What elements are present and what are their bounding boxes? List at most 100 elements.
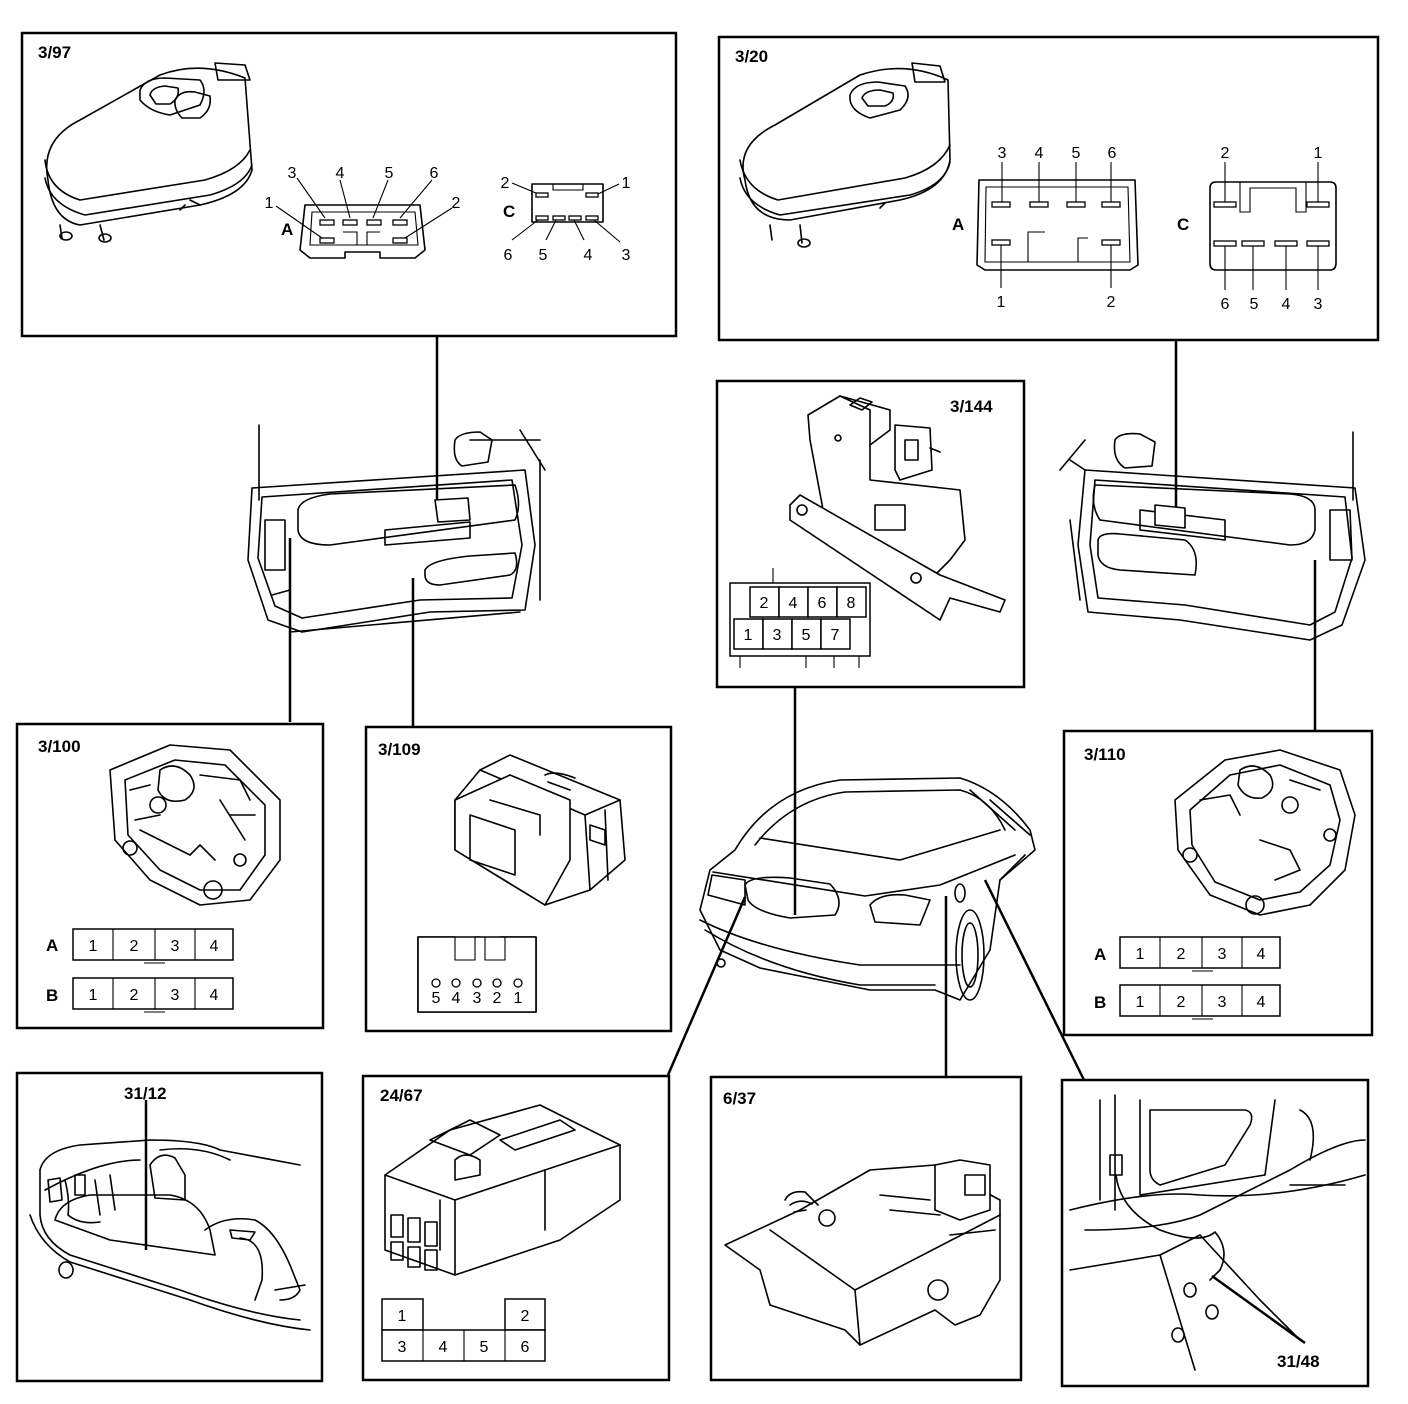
pin-label: 2 xyxy=(1221,145,1230,162)
panel-title: 3/97 xyxy=(38,43,71,62)
connector-grid: 2 4 6 8 1 3 5 7 xyxy=(729,568,871,668)
panel-3-109: 5 4 3 2 1 3/109 xyxy=(364,725,673,1033)
pin-label: 3 xyxy=(473,990,482,1007)
panel-3-144: 2 4 6 8 1 3 5 7 3/144 xyxy=(715,379,1026,689)
pin-label: 2 xyxy=(130,938,139,955)
pin-label: 8 xyxy=(847,595,856,612)
pin-label: 3 xyxy=(1218,946,1227,963)
pin-label: 6 xyxy=(1108,145,1117,162)
pin-label: 2 xyxy=(501,175,510,192)
connector-a-label: A xyxy=(281,220,293,239)
pin-label: 1 xyxy=(514,990,523,1007)
leader-lines xyxy=(288,336,1317,1081)
panel-title: 31/12 xyxy=(124,1084,167,1103)
connector-grid: 1 2 3 4 5 6 xyxy=(381,1298,546,1362)
panel-3-100: A 1 2 3 4 B 1 2 3 4 3/100 xyxy=(15,722,325,1030)
row-label: A xyxy=(46,936,58,955)
pin-label: 6 xyxy=(521,1339,530,1356)
connector-c-diagram: C 2 1 6 5 4 3 xyxy=(501,175,631,264)
panel-24-67: 1 2 3 4 5 6 24/67 xyxy=(361,1074,671,1382)
pin-label: 4 xyxy=(1282,296,1291,313)
pin-label: 4 xyxy=(584,247,593,264)
pin-label: 2 xyxy=(1177,994,1186,1011)
pin-label: 2 xyxy=(452,195,461,212)
pin-label: 3 xyxy=(1314,296,1323,313)
pin-label: 3 xyxy=(398,1339,407,1356)
panel-title: 31/48 xyxy=(1277,1352,1320,1371)
pin-label: 1 xyxy=(744,627,753,644)
pin-label: 6 xyxy=(1221,296,1230,313)
pin-label: 5 xyxy=(1072,145,1081,162)
pin-label: 5 xyxy=(432,990,441,1007)
pin-label: 4 xyxy=(336,165,345,182)
pin-label: 3 xyxy=(622,247,631,264)
connector-c-label: C xyxy=(1177,215,1189,234)
pin-label: 6 xyxy=(430,165,439,182)
panel-title: 3/109 xyxy=(378,740,421,759)
panel-title: 3/110 xyxy=(1084,745,1126,764)
pin-label: 6 xyxy=(818,595,827,612)
pin-label: 7 xyxy=(831,627,840,644)
connector-grid-b: B 1 2 3 4 xyxy=(46,977,234,1013)
pin-label: 4 xyxy=(789,595,798,612)
pin-label: 4 xyxy=(452,990,461,1007)
connector-a-diagram: A 3 4 5 6 1 2 xyxy=(265,165,461,259)
panel-31-48: 31/48 xyxy=(1060,1078,1370,1388)
panel-3-110: A 1 2 3 4 B 1 2 3 4 3/110 xyxy=(1062,729,1374,1037)
connector-a-label: A xyxy=(952,215,964,234)
connector-c-diagram: C 2 1 6 5 4 3 xyxy=(1177,145,1337,313)
pin-label: 1 xyxy=(89,938,98,955)
pin-label: 1 xyxy=(1314,145,1323,162)
trunk-wiring-illustration xyxy=(29,1139,311,1331)
pin-label: 5 xyxy=(802,627,811,644)
pin-label: 1 xyxy=(997,294,1006,311)
pin-label: 5 xyxy=(539,247,548,264)
connector-grid-a: A 1 2 3 4 xyxy=(46,928,234,964)
panel-title: 3/144 xyxy=(950,397,993,416)
pin-label: 5 xyxy=(385,165,394,182)
pin-label: 1 xyxy=(398,1308,407,1325)
pin-label: 2 xyxy=(130,987,139,1004)
pin-label: 5 xyxy=(1250,296,1259,313)
fuel-flap-actuator-illustration xyxy=(724,1159,1001,1346)
row-label: A xyxy=(1094,945,1106,964)
right-door-illustration xyxy=(1059,431,1366,641)
pin-label: 3 xyxy=(171,987,180,1004)
panel-title: 24/67 xyxy=(380,1086,423,1105)
connector-a-diagram: A 3 4 5 6 1 2 xyxy=(952,145,1139,311)
pin-label: 4 xyxy=(1257,994,1266,1011)
pin-label: 6 xyxy=(504,247,513,264)
panel-31-12: 31/12 xyxy=(15,1071,324,1383)
pin-label: 2 xyxy=(493,990,502,1007)
pin-label: 3 xyxy=(773,627,782,644)
central-lock-module-illustration xyxy=(789,395,1006,621)
pin-label: 4 xyxy=(1035,145,1044,162)
pin-label: 1 xyxy=(1136,946,1145,963)
panel-title: 3/100 xyxy=(38,737,81,756)
pin-label: 3 xyxy=(1218,994,1227,1011)
pin-label: 2 xyxy=(760,595,769,612)
pin-label: 2 xyxy=(1107,294,1116,311)
pin-label: 2 xyxy=(1177,946,1186,963)
panel-3-97: A 3 4 5 6 1 2 C 2 1 6 xyxy=(20,31,678,338)
left-door-illustration xyxy=(247,424,546,633)
panel-title: 6/37 xyxy=(723,1089,756,1108)
window-switch-illustration xyxy=(44,62,253,243)
pin-label: 3 xyxy=(171,938,180,955)
pin-label: 5 xyxy=(480,1339,489,1356)
row-label: B xyxy=(1094,993,1106,1012)
pin-label: 3 xyxy=(288,165,297,182)
pin-label: 3 xyxy=(998,145,1007,162)
window-switch-illustration xyxy=(739,62,951,248)
pin-label: 2 xyxy=(521,1308,530,1325)
door-lock-illustration xyxy=(1174,749,1356,916)
trunk-release-switch-illustration xyxy=(454,754,626,906)
pin-label: 1 xyxy=(89,987,98,1004)
connector-c-label: C xyxy=(503,202,515,221)
connector-block-illustration xyxy=(384,1104,621,1276)
connector-5pin: 5 4 3 2 1 xyxy=(417,936,537,1013)
pin-label: 4 xyxy=(210,938,219,955)
car-rear-illustration xyxy=(699,777,1036,1001)
door-lock-illustration xyxy=(109,744,281,906)
